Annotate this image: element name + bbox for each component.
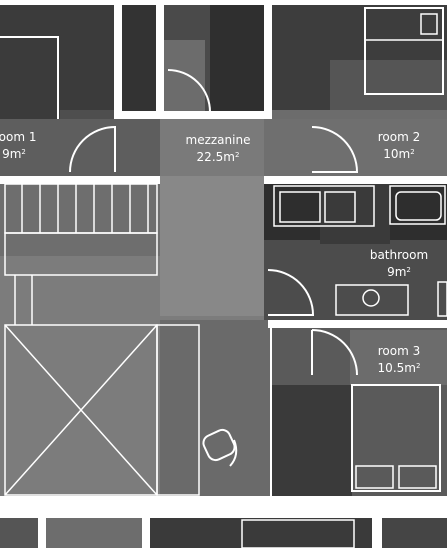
bathroom-label: bathroom 9m2 — [359, 248, 439, 280]
closet-left — [122, 5, 156, 111]
room-3-label: room 3 10.5m2 — [362, 344, 436, 376]
mezzanine-name: mezzanine — [185, 133, 251, 147]
room-3-name: room 3 — [377, 344, 421, 358]
mezzanine-area-text: 22.5m — [196, 150, 235, 164]
room-1-label: room 1 9m2 — [0, 130, 37, 162]
sink — [335, 284, 409, 316]
room-2-bed — [364, 7, 444, 95]
room-2-area-sup: 2 — [410, 148, 415, 156]
mezzanine-top — [164, 5, 264, 111]
bathroom-name: bathroom — [369, 248, 429, 262]
room-3-area-sup: 2 — [415, 362, 421, 370]
staircase — [4, 183, 158, 325]
mezzanine-hall — [0, 176, 270, 496]
mezzanine-label: mezzanine 22.5m2 — [168, 133, 268, 165]
room-1-area-text: 9m — [2, 147, 22, 161]
room-2-area-text: 10m — [383, 147, 411, 161]
void-x — [4, 324, 200, 496]
bathtub — [389, 185, 446, 225]
lower-floor-strip — [0, 518, 447, 548]
room-1-area-sup: 2 — [21, 148, 26, 156]
room-2-label: room 2 10m2 — [364, 130, 434, 162]
mezzanine-central — [0, 119, 447, 176]
bathroom-counter — [273, 185, 375, 227]
room-1-name: room 1 — [0, 130, 37, 144]
door-room-3 — [311, 329, 358, 376]
room-3-bed — [351, 384, 441, 492]
bathroom-area — [264, 184, 447, 320]
door-room-2 — [311, 126, 359, 173]
room-2-name: room 2 — [377, 130, 421, 144]
bathroom-area-sup: 2 — [406, 266, 411, 274]
doors — [69, 69, 359, 376]
chair-icon — [202, 428, 238, 467]
door-bathroom — [267, 269, 315, 316]
door-mezzanine-closet — [167, 69, 212, 113]
toilet-icon — [437, 281, 447, 317]
walls — [0, 176, 160, 184]
bathroom-area-text: 9m — [387, 265, 407, 279]
door-room-1 — [69, 125, 116, 173]
mezzanine-area-sup: 2 — [234, 151, 240, 159]
room-3-area-text: 10.5m — [377, 361, 416, 375]
room-3-area — [272, 328, 447, 496]
